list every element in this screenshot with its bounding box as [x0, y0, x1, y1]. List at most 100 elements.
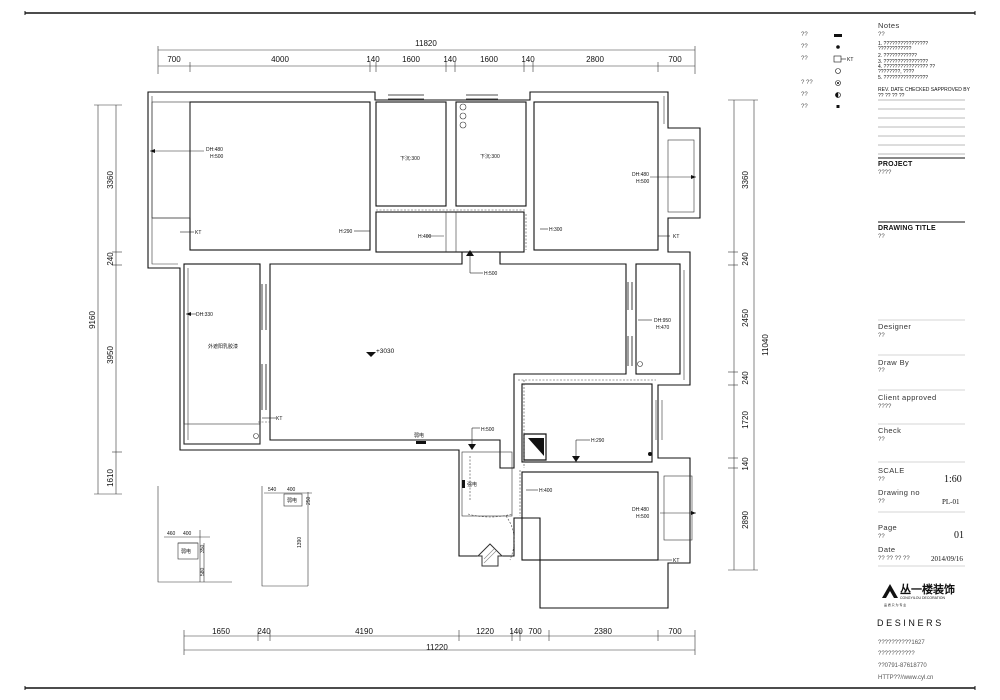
rev-sub: ?? ?? ?? ??	[878, 93, 905, 99]
drawing-no-label: Drawing no	[878, 488, 920, 497]
dim-right-1: 240	[741, 252, 750, 266]
dim-bottom-6: 2380	[594, 627, 612, 636]
sheet-border	[24, 11, 976, 690]
label-strong: 强电	[467, 481, 477, 488]
detail-b-dim-0: 540	[268, 487, 277, 493]
bathroom-2	[455, 101, 527, 207]
circle-symbol-icon	[835, 68, 841, 86]
draw-by-value: ??	[878, 368, 885, 374]
drawing-title-value: ??	[878, 234, 885, 240]
label-kt-3: KT	[276, 416, 282, 422]
note-line-5: ????????, ????	[878, 69, 914, 75]
label-h500-3: H:500	[484, 271, 498, 277]
note-line-6: 5. ????????????????	[878, 75, 928, 81]
bedroom-1	[189, 101, 371, 251]
dim-top-total: 11820	[415, 39, 437, 48]
label-h500-1: H:500	[210, 154, 224, 160]
label-elevation: +3030	[376, 348, 395, 355]
dim-bottom-2: 4190	[355, 627, 373, 636]
detail-b-dim-2: 250	[306, 496, 312, 505]
symbol-legend: ?? ?? ?? KT ? ?? ?? ??	[801, 32, 853, 110]
detail-a-dim-0: 460	[167, 531, 176, 537]
note-line-2: 2. ????????????	[878, 53, 917, 59]
detail-a-weak: 弱电	[181, 548, 191, 555]
label-h400-2: H:400	[539, 488, 553, 494]
note-line-0: 1. ????????????????	[878, 41, 928, 47]
label-h300-1: H:300	[549, 227, 563, 233]
legend-text-4: ??	[801, 92, 808, 98]
label-dh330: DH:330	[196, 312, 213, 318]
dim-right-total: 11040	[761, 334, 770, 356]
detail-a-dim-1: 400	[183, 531, 192, 537]
corridor	[375, 211, 525, 253]
rev-header: REV. DATE CHECKED SAPPROVED BY	[878, 87, 971, 93]
legend-text-1: ??	[801, 44, 808, 50]
label-laundry: 外遮阳乳胶漆	[208, 343, 238, 350]
label-h470: H:470	[656, 325, 670, 331]
page-value: 01	[954, 530, 964, 541]
small-square-symbol-icon	[836, 105, 840, 108]
dim-bottom-5: 700	[528, 627, 542, 636]
dim-top-2: 140	[366, 55, 380, 64]
dim-top-5: 1600	[480, 55, 498, 64]
company-logo: 丛一楼装饰 CONGYILOU DECORATION 品 质 只 为 专 业	[882, 582, 955, 607]
living-room	[269, 251, 627, 469]
balcony-left	[183, 263, 261, 445]
detail-b: 540 400 250 1390 弱电	[261, 486, 312, 587]
notes-list: 1. ???????????????? ???????????? 2. ????…	[878, 41, 935, 81]
project-label: PROJECT	[878, 161, 913, 168]
scale-value: 1:60	[944, 474, 962, 485]
date-label: Date	[878, 545, 895, 554]
kt-box-symbol-icon	[833, 55, 846, 63]
dim-bottom-3: 1220	[476, 627, 494, 636]
label-h500-2: H:500	[636, 179, 650, 185]
dim-top-1: 4000	[271, 55, 289, 64]
right-dimension-chain: 3360 240 2450 240 1720 140 2890 11040	[728, 99, 770, 571]
page-q: ??	[878, 534, 885, 540]
client-label: Client approved	[878, 393, 937, 402]
label-h400-1: H:400	[418, 234, 432, 240]
contact-line-3: ??0791-87618770	[878, 663, 927, 669]
detail-b-dim-3: 1390	[297, 537, 303, 548]
dim-top-0: 700	[167, 55, 181, 64]
contact-line-2: ???????????	[878, 651, 915, 657]
floor-plan: DH:480 H:500 KT H:290 下沉:300 下沉:300 H:40…	[147, 91, 701, 609]
entrance-arrow-icon	[476, 543, 504, 567]
title-block: Notes ?? 1. ???????????????? ???????????…	[877, 21, 971, 681]
bathroom-1	[375, 101, 447, 207]
top-dimension-chain: 11820 700 4000 140 1600 140 1600 140 280…	[157, 39, 696, 74]
designer-label: Designer	[878, 322, 911, 331]
dim-bottom-0: 1650	[212, 627, 230, 636]
dim-left-2: 3950	[106, 346, 115, 364]
label-kt-2: KT	[673, 234, 679, 240]
label-kt-1: KT	[195, 230, 201, 236]
dim-top-8: 700	[668, 55, 682, 64]
label-dh480-1: DH:480	[206, 147, 223, 153]
dim-top-7: 2800	[586, 55, 604, 64]
dim-bottom-4: 140	[509, 627, 523, 636]
note-line-4: 4. ???????????????? ??	[878, 64, 935, 70]
dim-bottom-7: 700	[668, 627, 682, 636]
note-line-3: 3. ????????????????	[878, 59, 928, 65]
draw-by-label: Draw By	[878, 358, 909, 367]
bedroom-3	[521, 471, 659, 561]
label-kt-4: KT	[673, 558, 679, 564]
date-q: ?? ?? ?? ??	[878, 556, 910, 562]
detail-a-dim-2: 350	[200, 544, 206, 553]
desiners-label: DESINERS	[877, 618, 944, 628]
dim-right-6: 2890	[741, 511, 750, 529]
logo-text: 丛一楼装饰	[900, 582, 955, 596]
dim-right-5: 140	[741, 457, 750, 471]
dim-bottom-total: 11220	[426, 643, 448, 652]
label-dh950: DH:950	[654, 318, 671, 324]
note-line-1: ????????????	[878, 46, 912, 52]
bar-symbol-icon	[834, 34, 842, 37]
dim-bottom-1: 240	[257, 627, 271, 636]
logo-slogan: 品 质 只 为 专 业	[884, 602, 906, 607]
legend-text-2: ??	[801, 56, 808, 62]
label-weak-1: 弱电	[414, 432, 424, 439]
scale-label: SCALE	[878, 466, 905, 475]
bedroom-2	[533, 101, 659, 251]
dim-left-3: 1610	[106, 469, 115, 487]
